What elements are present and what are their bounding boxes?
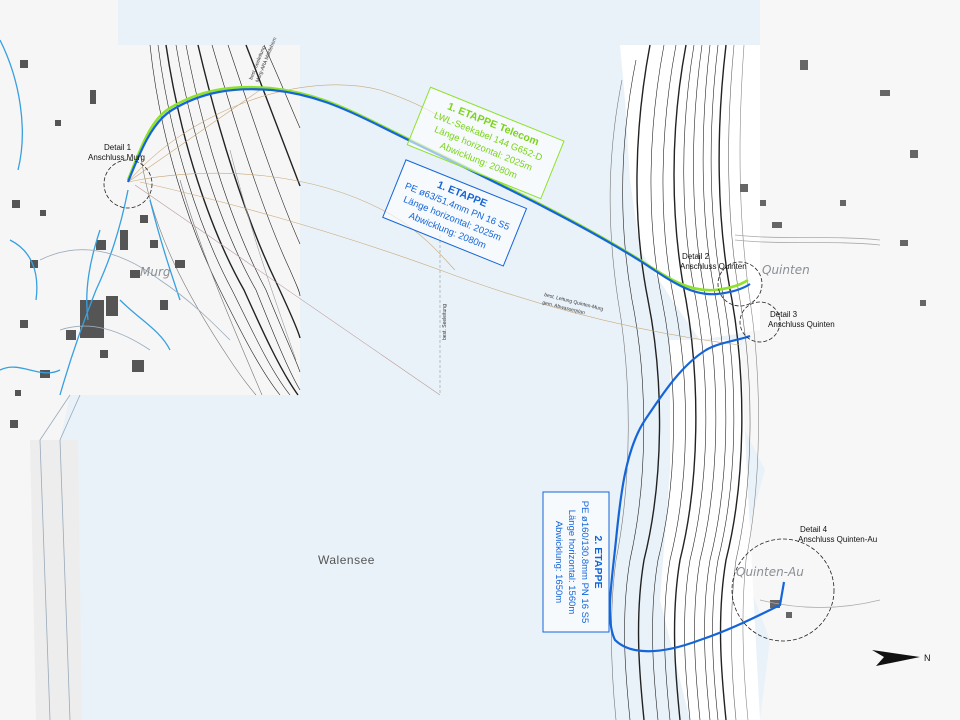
construction-arcs (127, 84, 741, 396)
detail-3-subtitle: Anschluss Quinten (768, 320, 835, 329)
place-quinten-au: Quinten-Au (736, 565, 804, 579)
east-roads (734, 234, 881, 608)
detail-1-subtitle: Anschluss Murg (88, 153, 145, 162)
pipe-etappe-1 (126, 88, 751, 296)
murg-buildings (10, 60, 185, 428)
detail-circle-3[interactable] (739, 301, 781, 343)
pipe-etappe-2 (608, 334, 786, 653)
detail-1-title: Detail 1 (104, 143, 132, 152)
detail-2-subtitle: Anschluss Quinten (680, 262, 747, 271)
contours-east (609, 44, 759, 720)
etappe-2-line3: Abwicklung: 1650m (553, 521, 564, 603)
detail-circle-2[interactable] (717, 261, 763, 307)
etappe-2-line1: PE ø160/130.8mm PN 16 S5 (579, 501, 590, 624)
murg-streams (0, 39, 181, 396)
north-arrow-icon (872, 650, 920, 666)
detail-4-title: Detail 4 (800, 525, 828, 534)
place-murg: Murg (140, 265, 171, 279)
land-west (0, 0, 300, 720)
etappe-2-label: 2. ETAPPE PE ø160/130.8mm PN 16 S5 Länge… (542, 491, 610, 633)
quinten-buildings (740, 60, 926, 618)
detail-circle-4[interactable] (731, 538, 835, 642)
north-arrow-label: N (924, 653, 931, 663)
murg-roads (39, 249, 231, 720)
detail-3-title: Detail 3 (770, 310, 798, 319)
detail-4-subtitle: Anschluss Quinten-Au (798, 535, 877, 544)
detail-circle-1[interactable] (103, 159, 153, 209)
etappe-2-line2: Länge horizontal: 1560m (566, 510, 577, 615)
land-east (620, 0, 960, 720)
etappe-telecom-label: 1. ETAPPE Telecom LWL-Seekabel 144 G652-… (406, 86, 565, 200)
place-quinten: Quinten (762, 263, 810, 277)
north-arrow: N (872, 650, 931, 666)
seeleitung-mid-label: best. Seeleitung (442, 304, 448, 340)
lake-name: Walensee (318, 553, 375, 567)
etappe-2-title: 2. ETAPPE (592, 536, 604, 589)
detail-2-title: Detail 2 (682, 252, 710, 261)
